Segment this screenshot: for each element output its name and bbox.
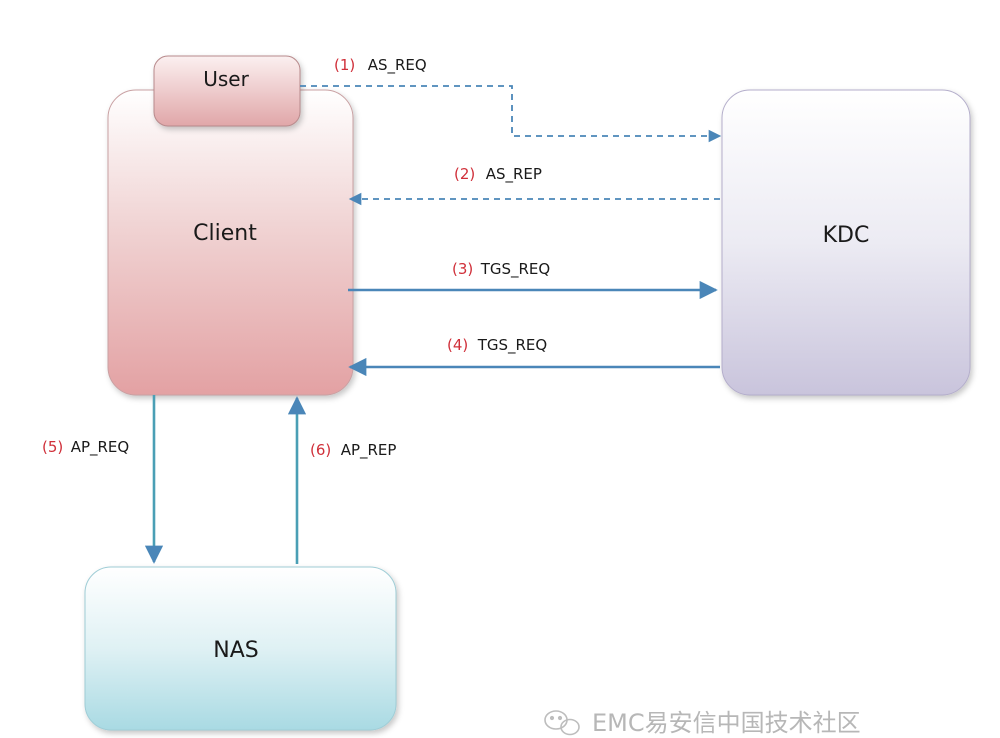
step-5-name: AP_REQ — [71, 438, 130, 457]
step-6-label: (6) AP_REP — [310, 441, 396, 460]
watermark: EMC易安信中国技术社区 — [544, 709, 861, 737]
step-3-name: TGS_REQ — [480, 260, 551, 279]
step-6-number: (6) — [310, 441, 331, 459]
nas-label: NAS — [213, 638, 258, 663]
wechat-icon — [544, 710, 580, 736]
svg-text:(1) AS_REQ: (1) AS_REQ — [334, 56, 427, 75]
step-5-number: (5) — [42, 438, 63, 456]
svg-text:(5) AP_REQ: (5) AP_REQ — [42, 438, 129, 457]
user-label: User — [203, 67, 249, 91]
step-2-number: (2) — [454, 165, 475, 183]
step-2-label: (2) AS_REP — [454, 165, 542, 184]
nas-node: NAS — [84, 566, 397, 731]
svg-text:(4) TGS_REQ: (4) TGS_REQ — [447, 336, 547, 355]
client-node: Client — [107, 89, 354, 396]
step-1-label: (1) AS_REQ — [334, 56, 427, 75]
step-1-name: AS_REQ — [368, 56, 427, 75]
svg-text:(6) AP_REP: (6) AP_REP — [310, 441, 396, 460]
watermark-text: EMC易安信中国技术社区 — [592, 709, 861, 737]
svg-text:(2) AS_REP: (2) AS_REP — [454, 165, 542, 184]
client-label: Client — [193, 221, 257, 246]
step-5-label: (5) AP_REQ — [42, 438, 129, 457]
kdc-label: KDC — [823, 223, 870, 248]
step-1-number: (1) — [334, 56, 355, 74]
step-4-label: (4) TGS_REQ — [447, 336, 547, 355]
step-3-number: (3) — [452, 260, 473, 278]
kdc-node: KDC — [721, 89, 971, 396]
step-6-name: AP_REP — [341, 441, 397, 460]
step-3-label: (3) TGS_REQ — [452, 260, 550, 279]
arrow-as-req — [300, 85, 722, 143]
step-4-number: (4) — [447, 336, 468, 354]
step-4-name: TGS_REQ — [477, 336, 548, 355]
user-node: User — [153, 55, 301, 127]
step-2-name: AS_REP — [486, 165, 542, 184]
svg-text:(3) TGS_REQ: (3) TGS_REQ — [452, 260, 550, 279]
